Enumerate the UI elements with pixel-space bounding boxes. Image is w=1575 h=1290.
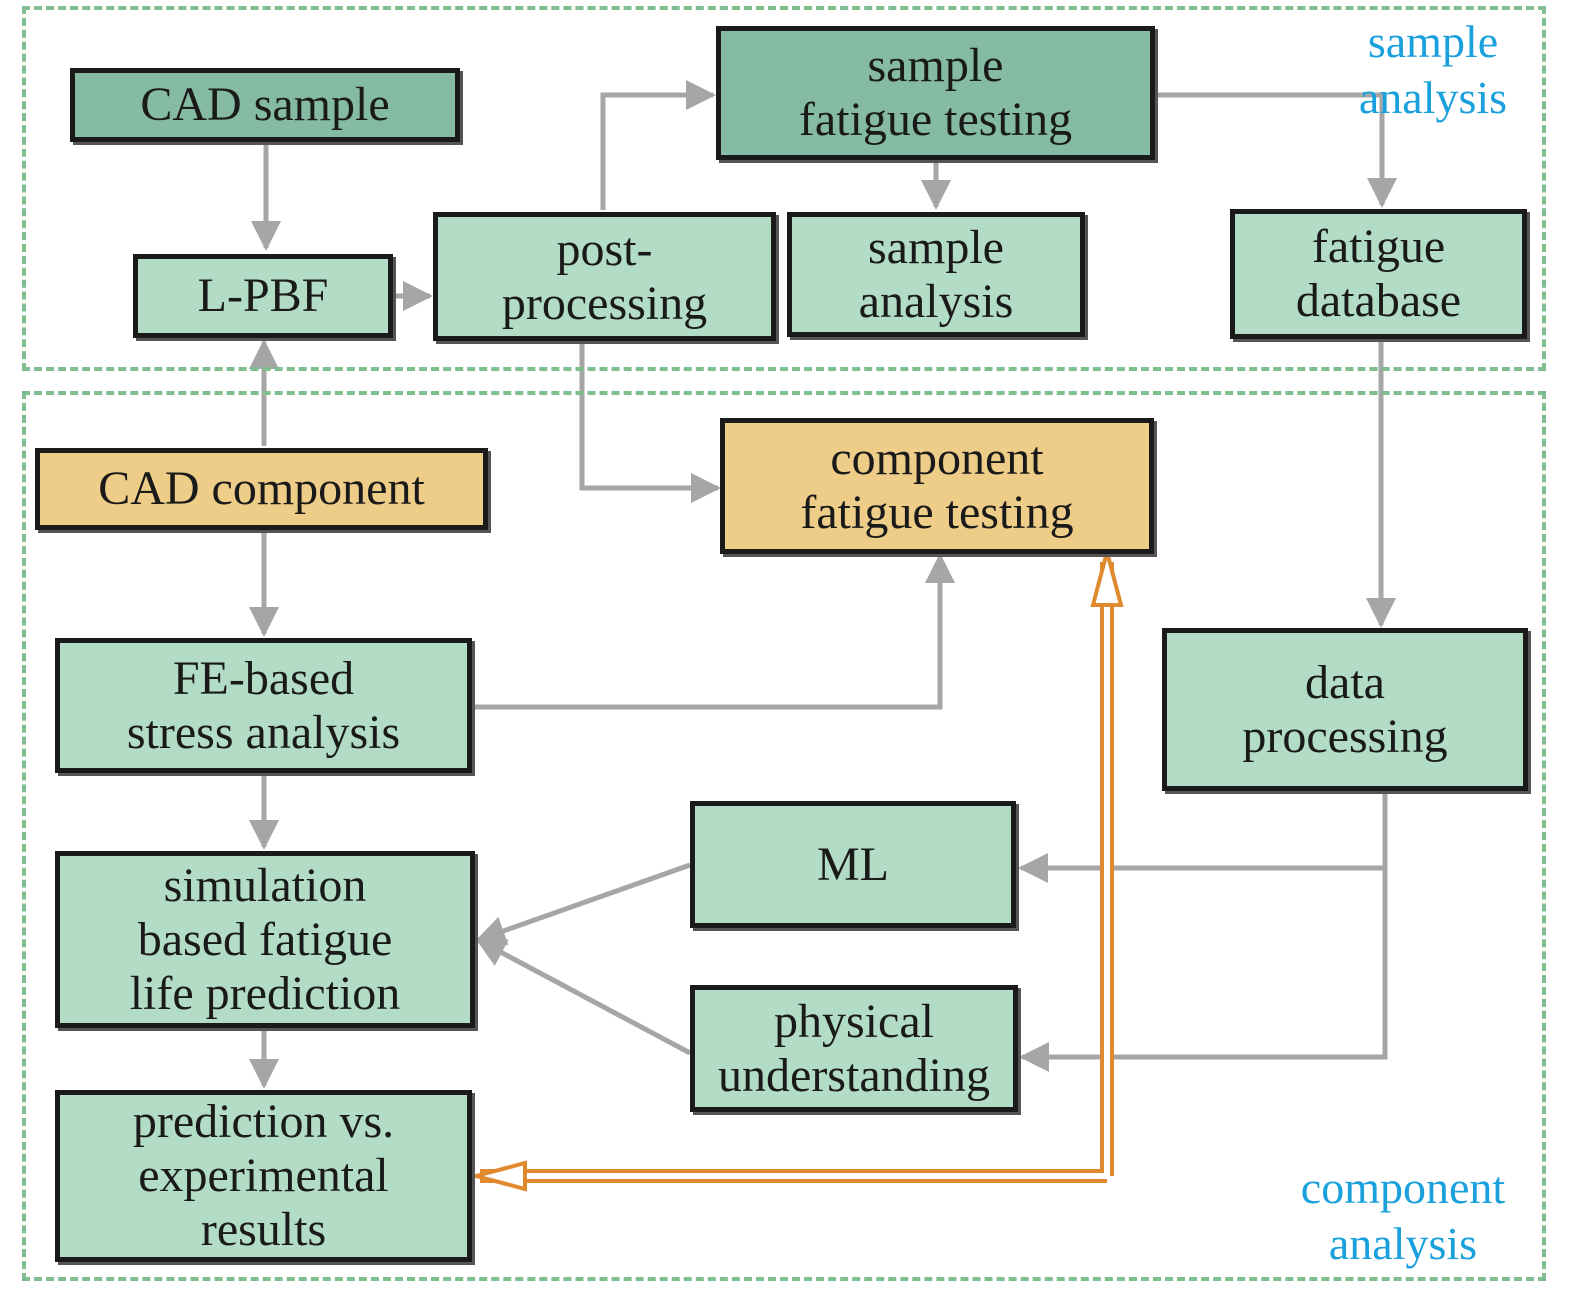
- arrow-ml-to-simulation: [475, 862, 691, 946]
- simulation-prediction-node[interactable]: simulation based fatigue life prediction: [55, 851, 475, 1028]
- sample-analysis-label: sample analysis: [858, 220, 1014, 328]
- arrow-data-processing-to-physical: [1019, 868, 1388, 1072]
- data-processing-label: data processing: [1242, 655, 1448, 763]
- arrow-post-processing-to-sample-fatigue-testing: [600, 80, 716, 210]
- physical-understanding-label: physical understanding: [718, 994, 990, 1102]
- sample-analysis-region-label: sample analysis: [1358, 16, 1508, 123]
- arrow-post-processing-to-component-fatigue-testing: [579, 341, 721, 503]
- component-analysis-region-label: component analysis: [1300, 1162, 1506, 1269]
- cad-component-label: CAD component: [98, 462, 425, 515]
- data-processing-node[interactable]: data processing: [1162, 628, 1528, 791]
- fatigue-database-label: fatigue database: [1295, 220, 1462, 327]
- sample-fatigue-testing-label: sample fatigue testing: [798, 39, 1073, 146]
- post-processing-label: post- processing: [501, 222, 708, 330]
- prediction-vs-experimental-label: prediction vs. experimental results: [132, 1095, 395, 1256]
- ml-label: ML: [817, 837, 889, 891]
- sample-analysis-node[interactable]: sample analysis: [787, 212, 1085, 337]
- component-fatigue-testing-node[interactable]: component fatigue testing: [720, 418, 1154, 554]
- arrow-sample-fatigue-testing-to-fatigue-database: [1155, 92, 1397, 208]
- component-analysis-region: [22, 391, 1546, 1281]
- sample-analysis-region: [22, 6, 1546, 371]
- cad-sample-label: CAD sample: [140, 78, 390, 131]
- lpbf-label: L-PBF: [197, 269, 329, 322]
- orange-feedback-arrow: [468, 544, 1124, 1192]
- fe-stress-analysis-label: FE-based stress analysis: [126, 651, 401, 759]
- arrow-fe-analysis-to-component-fatigue-testing: [472, 553, 955, 710]
- arrow-physical-to-simulation: [475, 937, 692, 1056]
- lpbf-node[interactable]: L-PBF: [133, 254, 393, 338]
- physical-understanding-node[interactable]: physical understanding: [690, 985, 1018, 1112]
- fe-stress-analysis-node[interactable]: FE-based stress analysis: [55, 638, 472, 773]
- ml-node[interactable]: ML: [690, 801, 1016, 928]
- fatigue-database-node[interactable]: fatigue database: [1230, 209, 1527, 339]
- cad-component-node[interactable]: CAD component: [35, 448, 488, 530]
- post-processing-node[interactable]: post- processing: [433, 212, 776, 341]
- sample-fatigue-testing-node[interactable]: sample fatigue testing: [716, 26, 1155, 160]
- cad-sample-node[interactable]: CAD sample: [70, 68, 460, 142]
- simulation-prediction-label: simulation based fatigue life prediction: [129, 858, 401, 1020]
- component-fatigue-testing-label: component fatigue testing: [800, 432, 1074, 539]
- prediction-vs-experimental-node[interactable]: prediction vs. experimental results: [55, 1090, 472, 1262]
